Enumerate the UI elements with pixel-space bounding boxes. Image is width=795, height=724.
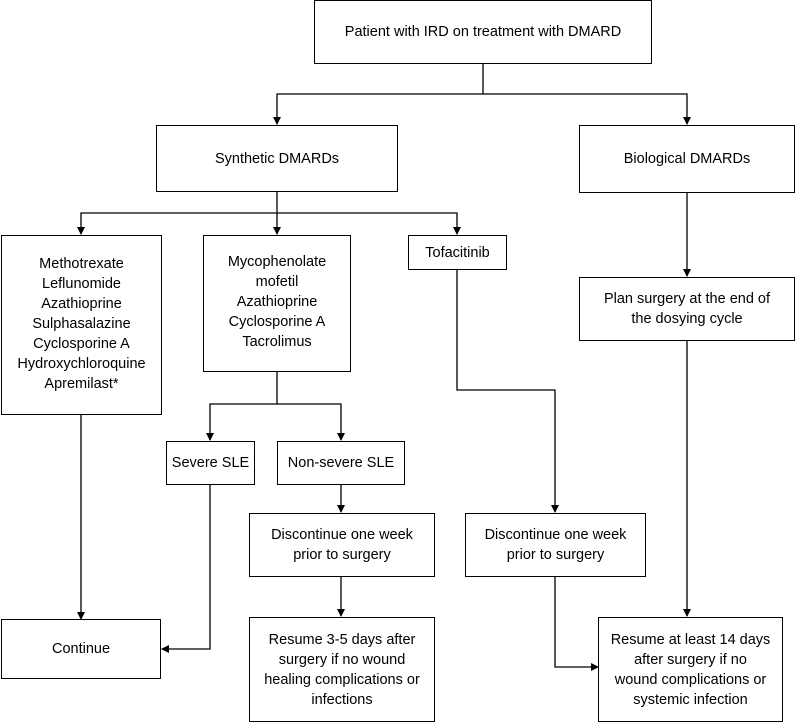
node-tofacitinib: Tofacitinib (408, 235, 507, 270)
node-discontinue-tofacitinib: Discontinue one week prior to surgery (465, 513, 646, 577)
edge-sle-group-to-non-severe (277, 403, 345, 441)
node-root: Patient with IRD on treatment with DMARD (314, 0, 652, 64)
edge-root-to-synthetic (273, 64, 484, 125)
edge-synthetic-to-tofacitinib (277, 212, 461, 235)
edge-severe-to-continue (161, 485, 211, 653)
node-sle-drug-group: Mycophenolate mofetil Azathioprine Cyclo… (203, 235, 351, 372)
node-plan-surgery: Plan surgery at the end of the dosying c… (579, 277, 795, 341)
edge-tofacitinib-to-discontinue (456, 270, 559, 513)
node-discontinue-sle: Discontinue one week prior to surgery (249, 513, 435, 577)
node-biological-dmards: Biological DMARDs (579, 125, 795, 193)
node-continue: Continue (1, 619, 161, 679)
edge-root-to-biological (483, 93, 691, 125)
node-severe-sle: Severe SLE (166, 441, 255, 485)
edge-sle-group-to-severe (206, 372, 278, 441)
node-resume-sle: Resume 3-5 days after surgery if no woun… (249, 617, 435, 722)
node-resume-biological: Resume at least 14 days after surgery if… (598, 617, 783, 722)
node-synthetic-dmards: Synthetic DMARDs (156, 125, 398, 192)
node-non-severe-sle: Non-severe SLE (277, 441, 405, 485)
edge-synthetic-to-continue-group (77, 192, 278, 235)
node-continue-drug-group: Methotrexate Leflunomide Azathioprine Su… (1, 235, 162, 415)
edge-discontinue-tofa-to-resume-bio (554, 577, 599, 671)
